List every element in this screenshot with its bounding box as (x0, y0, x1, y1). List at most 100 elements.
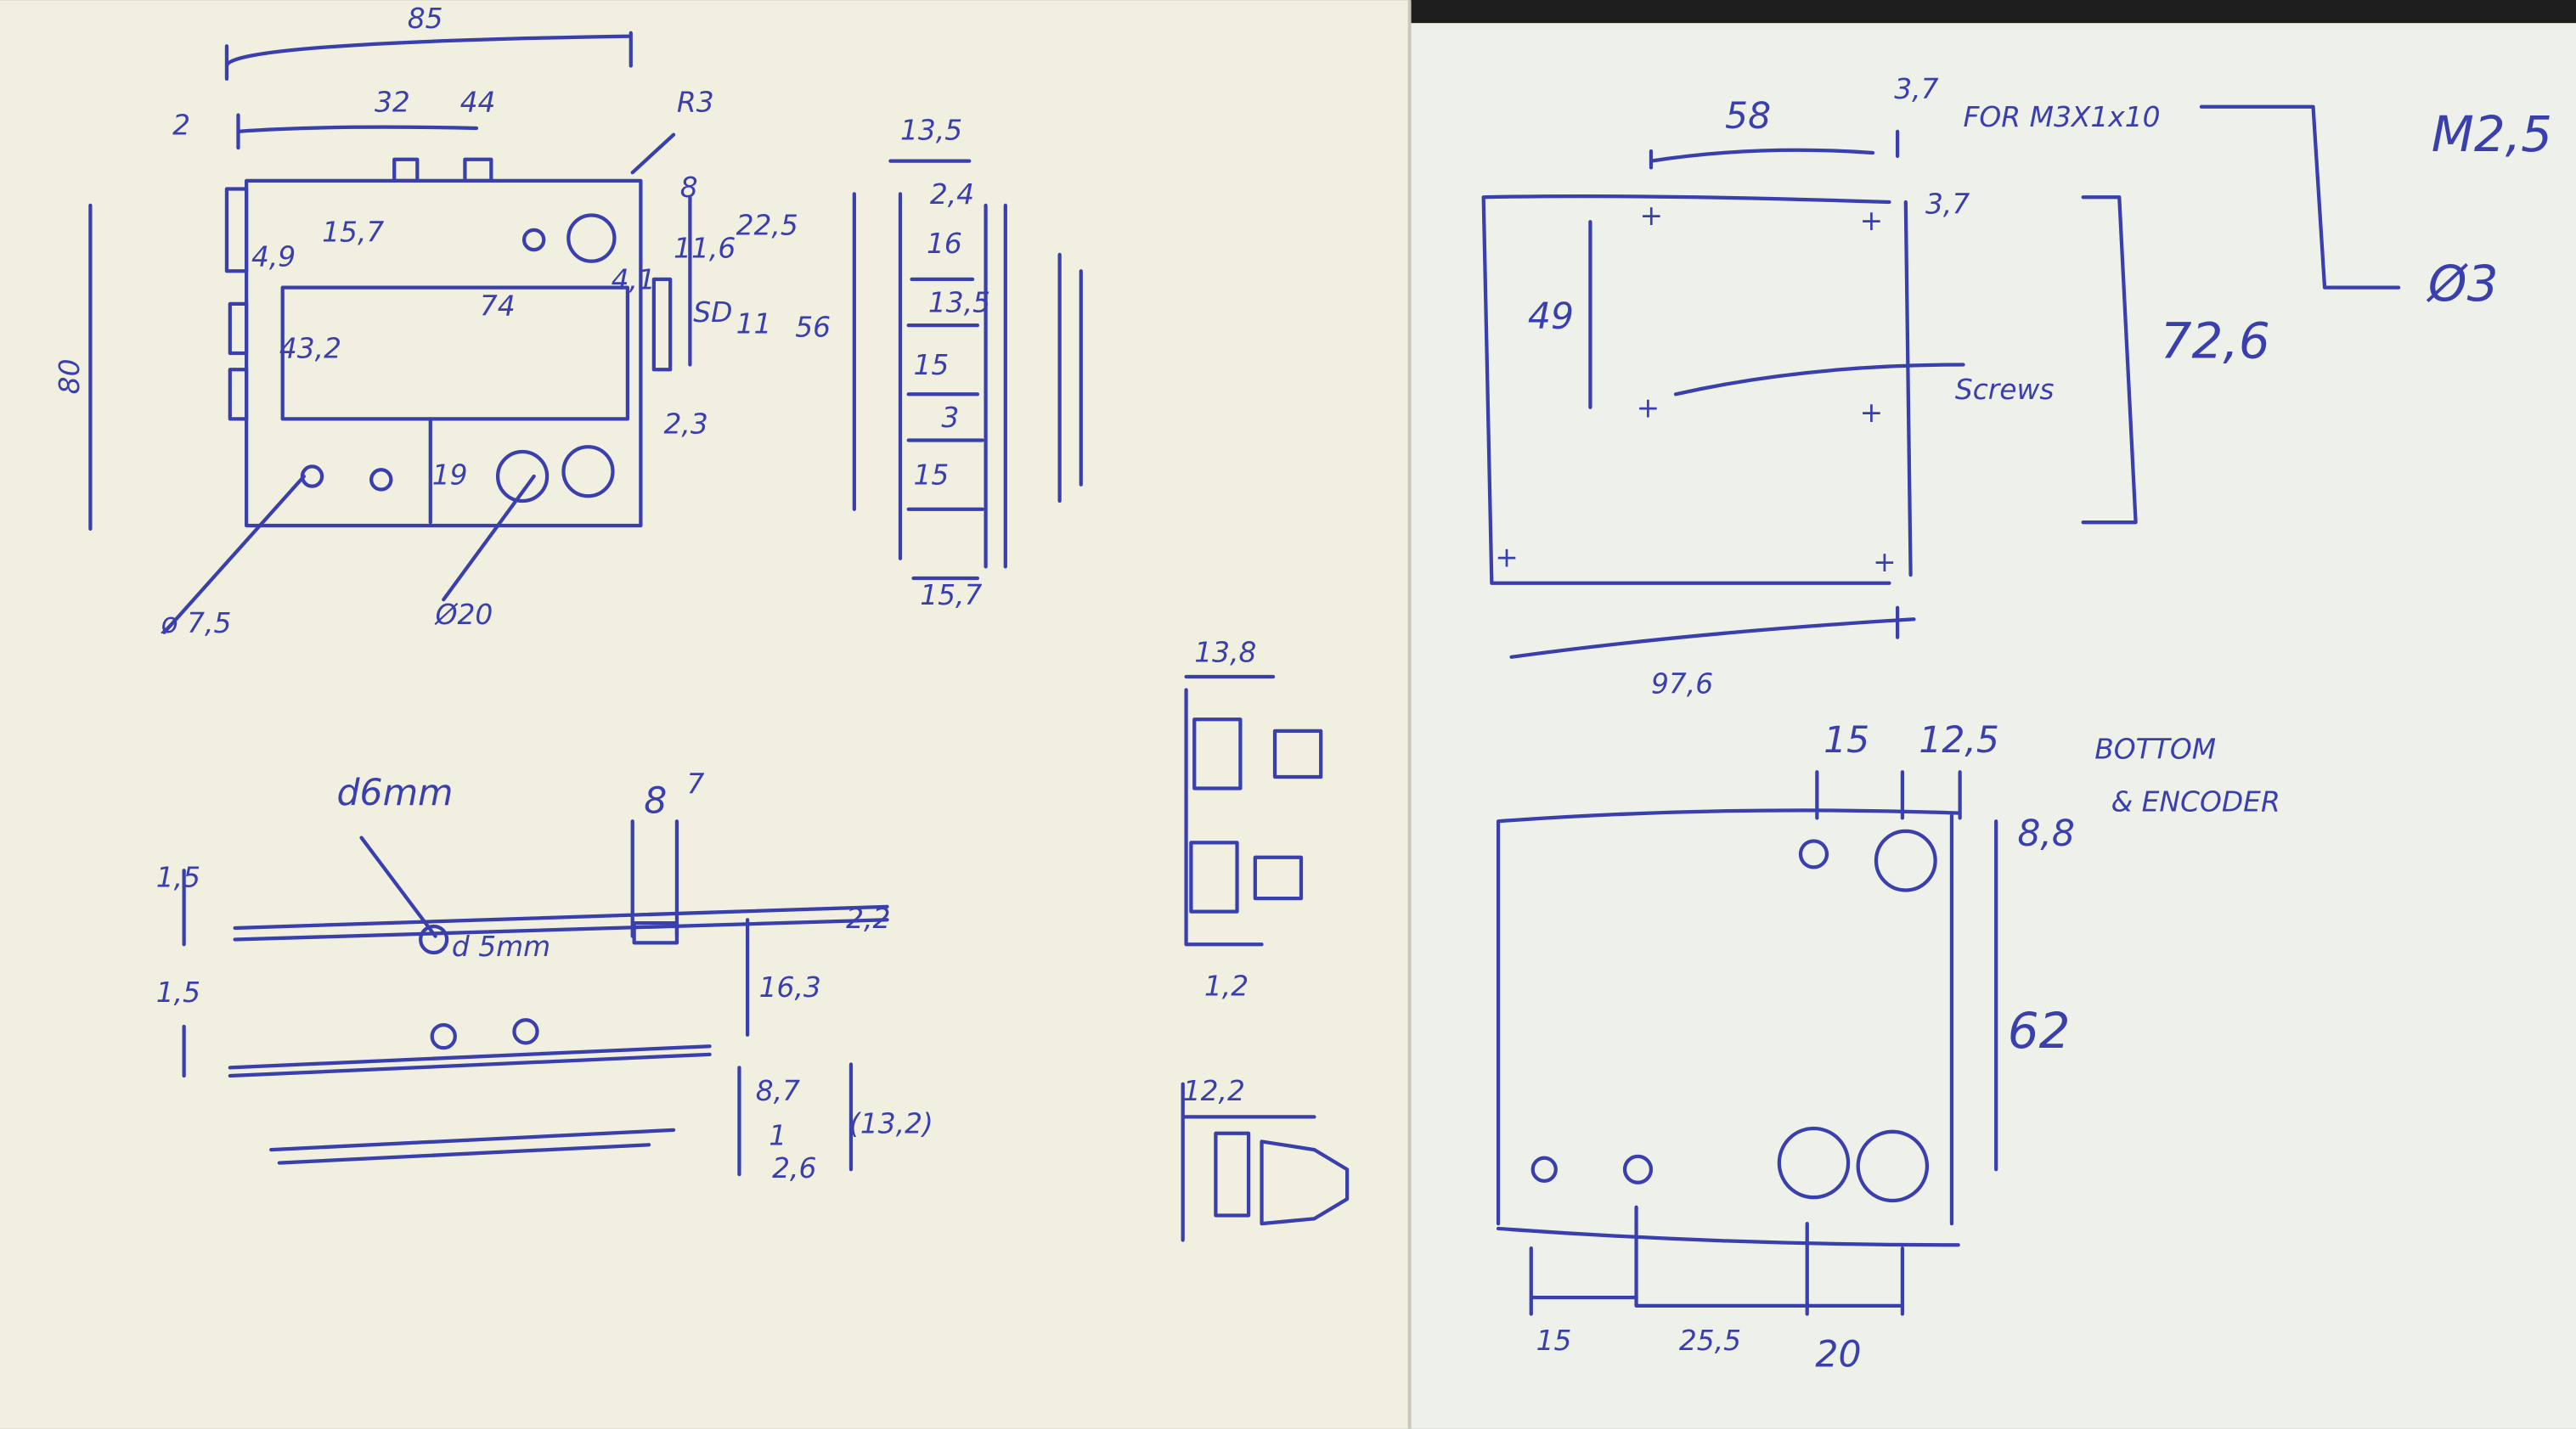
top-tab-1 (392, 157, 420, 183)
label-3-7-top: 3,7 (1894, 72, 1938, 105)
label-16-3: 16,3 (759, 970, 821, 1004)
label-49: 49 (1528, 296, 1574, 338)
side-tab-3 (228, 368, 249, 421)
label-32: 32 (375, 86, 410, 119)
label-85: 85 (408, 2, 443, 35)
button-detail: 13,8 1,2 12,2 (1181, 636, 1350, 1242)
label-d5mm: d 5mm (452, 930, 550, 963)
label-dia-3: Ø3 (2427, 255, 2499, 312)
label-13-2: (13,2) (849, 1107, 933, 1140)
label-15-7: 15,7 (322, 215, 384, 248)
label-97-6: 97,6 (1651, 667, 1713, 700)
label-11-6: 11,6 (674, 232, 736, 265)
screw-mark: + (1873, 545, 1897, 578)
label-hole-20: Ø20 (434, 598, 493, 631)
label-44: 44 (460, 86, 496, 119)
front-view: 85 32 44 2 R3 8 15,7 11,6 22,5 4,9 4,1 7… (53, 2, 798, 639)
label-8: 8 (680, 171, 698, 204)
label-1-2: 1,2 (1204, 969, 1249, 1002)
button-body-2 (1189, 841, 1239, 914)
bottom-view: BOTTOM & ENCODER 15 12,5 8,8 62 15 25,5 … (1496, 720, 2280, 1376)
label-side-13-5: 13,5 (928, 286, 990, 319)
label-11: 11 (736, 307, 772, 340)
dim-lines-front (88, 132, 692, 634)
sd-slot (651, 277, 673, 372)
right-page (1409, 23, 2576, 1429)
hole-7-5-b (369, 468, 393, 492)
label-15-7-side: 15,7 (920, 578, 982, 611)
label-16: 16 (927, 227, 962, 260)
label-sd: SD (693, 295, 732, 329)
button-cap-2 (1253, 855, 1304, 901)
screw-mark: + (1495, 540, 1519, 573)
label-encoder: & ENCODER (2111, 785, 2280, 819)
label-25-5: 25,5 (1679, 1324, 1741, 1357)
label-hole-7-5: ø 7,5 (161, 606, 232, 639)
button-lines (1181, 674, 1316, 1242)
screw-mark: + (1860, 396, 1884, 429)
profile-lines (182, 819, 889, 1177)
label-56: 56 (795, 311, 831, 344)
label-13-8: 13,8 (1194, 636, 1256, 669)
label-62: 62 (2008, 1002, 2071, 1060)
label-7: 7 (687, 767, 705, 800)
bottom-hole-b (1622, 1154, 1654, 1184)
bottom-hole-d (1856, 1129, 1930, 1203)
large-hole-top (566, 213, 617, 263)
label-74: 74 (480, 289, 516, 322)
label-20: 20 (1815, 1334, 1861, 1376)
screw-mark: + (1637, 391, 1660, 424)
left-page (0, 0, 1410, 1429)
label-15a: 15 (913, 348, 949, 381)
screw-mark: + (1860, 204, 1884, 237)
label-1-5a: 1,5 (156, 861, 200, 894)
label-2: 2 (172, 109, 190, 142)
label-3: 3 (941, 401, 959, 434)
button-body-1 (1192, 717, 1243, 790)
label-3-7-side: 3,7 (1925, 188, 1970, 221)
bottom-lines (1496, 770, 1998, 1316)
label-13-5: 13,5 (900, 113, 962, 146)
label-2-2: 2,2 (846, 902, 890, 935)
hole-5mm-b (512, 1018, 539, 1045)
dim-line-85 (224, 31, 633, 82)
pcb-view: 58 3,7 FOR M3X1x10 M2,5 Ø3 49 3,7 Screws… (1481, 72, 2552, 700)
display-window (280, 285, 630, 421)
label-12-2: 12,2 (1183, 1074, 1245, 1107)
dim-line-32-44 (236, 113, 479, 150)
hole-20-b (561, 445, 615, 498)
bottom-hole-a (1530, 1156, 1558, 1183)
pcb-lines (1481, 104, 2401, 659)
side-profile-lines (852, 159, 1083, 581)
label-1-5b: 1,5 (156, 976, 200, 1009)
button-cap-1 (1272, 729, 1323, 779)
label-72-6: 72,6 (2161, 312, 2270, 370)
label-d6mm: d6mm (337, 773, 454, 814)
label-2-4: 2,4 (930, 177, 974, 211)
profile-view: d6mm d 5mm 8 7 1,5 1,5 2,2 16,3 8,7 1 2,… (156, 767, 933, 1184)
label-screws: Screws (1955, 373, 2055, 406)
label-8-profile: 8 (644, 781, 667, 823)
hole-20-a (495, 449, 550, 504)
side-view: 13,5 56 2,4 16 13,5 15 3 15 15,7 (795, 113, 1083, 611)
label-4-9: 4,9 (251, 239, 296, 273)
label-m2-5: M2,5 (2432, 105, 2552, 163)
label-15-top: 15 (1823, 720, 1869, 762)
label-19: 19 (432, 459, 468, 492)
bottom-hole-c (1777, 1126, 1851, 1200)
label-2-6: 2,6 (772, 1151, 816, 1184)
screw-mark: + (1639, 199, 1663, 232)
side-tab-2 (228, 301, 249, 356)
label-2-3: 2,3 (663, 408, 707, 441)
label-58: 58 (1725, 96, 1771, 138)
label-15-bottom: 15 (1536, 1324, 1572, 1357)
label-43-2: 43,2 (279, 332, 341, 365)
label-bottom: BOTTOM (2094, 733, 2216, 766)
top-tab-2 (463, 157, 493, 183)
side-tab-1 (224, 187, 249, 273)
label-note-screw: FOR M3X1x10 (1964, 100, 2161, 133)
profile-tab (632, 921, 679, 945)
label-8-7: 8,7 (756, 1074, 800, 1107)
